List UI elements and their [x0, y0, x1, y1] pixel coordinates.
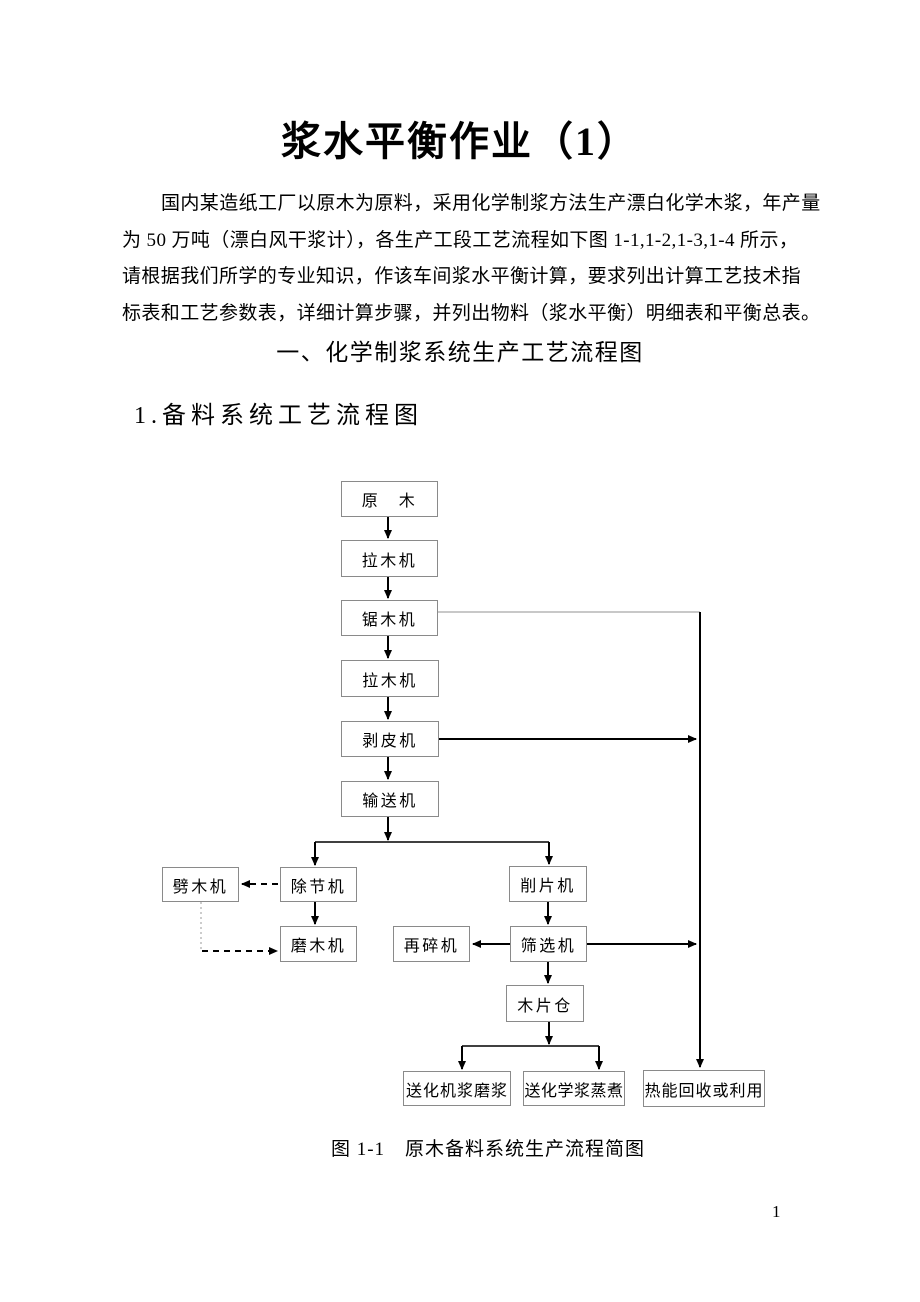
- paragraph-line: 国内某造纸工厂以原木为原料，采用化学制浆方法生产漂白化学木浆，年产量: [161, 193, 821, 214]
- paragraph-line: 标表和工艺参数表，详细计算步骤，并列出物料（浆水平衡）明细表和平衡总表。: [122, 302, 821, 324]
- paragraph-line: 为 50 万吨（漂白风干浆计），各生产工段工艺流程如下图 1-1,1-2,1-3…: [122, 229, 799, 251]
- flowchart-node-log-hauler-1: 拉木机: [341, 540, 438, 577]
- flowchart-node-heat-recovery: 热能回收或利用: [643, 1070, 765, 1107]
- flowchart-node-sawing-machine: 锯木机: [341, 600, 438, 636]
- flowchart-node-debarker: 剥皮机: [341, 721, 439, 757]
- flowchart-node-chipper: 削片机: [509, 866, 587, 902]
- paragraph-line: 请根据我们所学的专业知识，作该车间浆水平衡计算，要求列出计算工艺技术指: [122, 266, 802, 287]
- figure-caption: 图 1-1 原木备料系统生产流程简图: [330, 1139, 646, 1160]
- flowchart-node-to-chem-cooking: 送化学浆蒸煮: [523, 1071, 625, 1106]
- flowchart-node-chip-bin: 木片仓: [506, 985, 584, 1022]
- flowchart-node-deknotter: 除节机: [280, 867, 357, 902]
- flowchart-node-wood-splitter: 劈木机: [162, 867, 239, 902]
- subsection-heading: 1.备料系统工艺流程图: [134, 403, 423, 429]
- flowchart-node-log-hauler-2: 拉木机: [341, 660, 439, 697]
- page-number: 1: [772, 1202, 781, 1221]
- flowchart-node-rechipper: 再碎机: [393, 926, 470, 962]
- flowchart-node-screener: 筛选机: [510, 926, 587, 962]
- flowchart-node-to-mech-pulp: 送化机浆磨浆: [403, 1071, 511, 1106]
- flowchart-node-log: 原 木: [341, 481, 438, 517]
- section-heading: 一、化学制浆系统生产工艺流程图: [276, 340, 644, 365]
- flowchart-node-wood-grinder: 磨木机: [280, 926, 357, 962]
- document-title: 浆水平衡作业（1）: [281, 119, 639, 164]
- intro-paragraph: 国内某造纸工厂以原木为原料，采用化学制浆方法生产漂白化学木浆，年产量 为 50 …: [122, 186, 821, 332]
- flowchart-node-conveyor: 输送机: [341, 781, 439, 817]
